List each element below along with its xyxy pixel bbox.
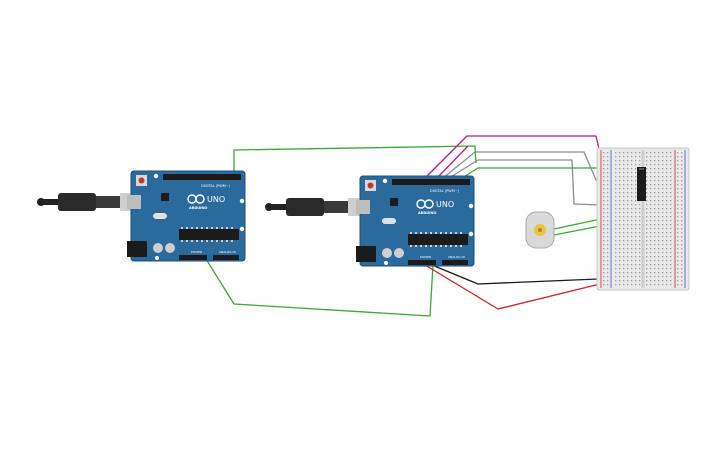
analog-label: ANALOG IN — [219, 250, 236, 254]
digital-label: DIGITAL (PWM~) — [201, 184, 231, 188]
wire-black-gnd[interactable] — [431, 264, 603, 285]
wire-magenta-2[interactable] — [436, 145, 469, 179]
model-text: UNO — [436, 200, 454, 209]
wire-gray-2[interactable] — [448, 159, 601, 206]
wire-green-top[interactable] — [233, 145, 477, 176]
motor-driver-ic[interactable] — [637, 167, 646, 201]
analog-label: ANALOG IN — [448, 255, 465, 259]
arduino-logo-icon — [187, 194, 205, 204]
arduino-uno-left[interactable]: DIGITAL (PWM~) UNO ARDUINO — [127, 170, 246, 262]
arduino-uno-right[interactable]: DIGITAL (PWM~) UNO ARDUINO — [356, 175, 475, 267]
arduino-logo-icon — [416, 199, 434, 209]
breadboard[interactable] — [596, 147, 690, 291]
wire-green-bottom[interactable] — [205, 258, 434, 317]
power-label: POWER — [420, 255, 431, 259]
digital-label: DIGITAL (PWM~) — [430, 189, 460, 193]
logo-text: ARDUINO — [189, 206, 207, 210]
dc-motor[interactable] — [525, 211, 555, 249]
wire-red-5v[interactable] — [424, 264, 608, 310]
power-label: POWER — [191, 250, 202, 254]
model-text: UNO — [207, 195, 225, 204]
wire-magenta-1[interactable] — [424, 135, 626, 179]
logo-text: ARDUINO — [418, 211, 436, 215]
